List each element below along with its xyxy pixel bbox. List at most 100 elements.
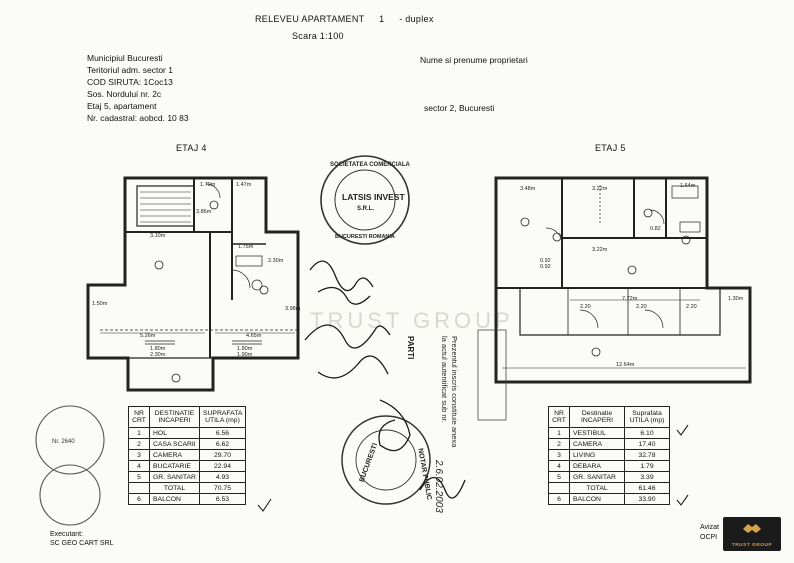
floor-4-label: ETAJ 4 [176, 143, 207, 153]
cell: 6.10 [624, 427, 670, 439]
annex-line-2: la actul autentificat sub nr. [440, 336, 449, 423]
executant-name: SC GEO CART SRL [50, 540, 114, 547]
cell: 17.40 [624, 438, 670, 450]
dim-label: 1.30m [728, 296, 744, 302]
cell: 3 [128, 449, 150, 461]
cell: 1 [548, 427, 570, 439]
dim-label: 5.26m [140, 333, 156, 339]
cell: BALCON [149, 493, 200, 505]
dim-label: 0.92 [540, 258, 551, 264]
cell: 33.90 [624, 493, 670, 505]
total-value: 61.46 [624, 482, 670, 494]
dim-label: 3.22m [592, 247, 608, 253]
cell: 6 [548, 493, 570, 505]
info-line: COD SIRUTA: 1Coc13 [87, 77, 173, 87]
cell: 2 [128, 438, 150, 450]
header-cell: SUPRAFATA UTILA (mp) [198, 406, 247, 428]
cell: 6 [128, 493, 150, 505]
scale-label: Scara 1:100 [292, 31, 344, 41]
dim-label: 2.20 [686, 304, 697, 310]
cell: 5 [128, 471, 150, 483]
dim-label: 0.92 [540, 264, 551, 270]
info-line: Teritoriul adm. sector 1 [87, 65, 173, 75]
notary-stamp [341, 415, 431, 505]
watermark-text: TRUST GROUP [310, 308, 514, 333]
cell: 3 [548, 449, 570, 461]
cell: GR. SANITAR [149, 471, 200, 483]
cell: 6.56 [198, 427, 247, 439]
annex-line-1: Prezentul inscris constituie anexa [450, 336, 459, 448]
cell [548, 482, 570, 494]
cell: BALCON [569, 493, 625, 505]
avizat-label: Avizat [700, 524, 719, 531]
dim-label: 2.20 [580, 304, 591, 310]
cell: GR. SANITAR [569, 471, 625, 483]
dim-label: 3.98m [285, 306, 301, 312]
dim-label: 3.86m [196, 209, 212, 215]
dim-label: 1.80m [150, 346, 166, 352]
total-label: TOTAL [569, 482, 625, 494]
cell: 4 [128, 460, 150, 472]
dim-label: 1.50m [92, 301, 108, 307]
title-suffix: - duplex [399, 14, 434, 24]
dim-label: 1.64m [680, 183, 696, 189]
floor-5-dimensions: 3.48m 3.22m 1.64m 3.22m 7.72m 12.64m 1.3… [520, 183, 744, 368]
floor-5-plan [494, 176, 752, 384]
cell: 32.78 [624, 449, 670, 461]
geo-cart-stamp [35, 405, 105, 526]
cell: BUCATARIE [149, 460, 200, 472]
floor-4-dimensions: 1.70m 1.47m 3.10m 3.86m 1.75m 5.26m 4.65… [92, 182, 301, 358]
notary-city-text: BUCURESTI [359, 442, 380, 483]
cell: HOL [149, 427, 200, 439]
logo-text: TRUST GROUP [731, 543, 773, 548]
owner-label: Nume si prenume proprietari [420, 55, 528, 65]
dim-label: 2.30m [150, 352, 166, 358]
header-cell: Suprafata UTILA (mp) [624, 406, 670, 428]
company-stamp [320, 155, 410, 245]
cell: LIVING [569, 449, 625, 461]
table-header: NR CRT DESTINATIE INCAPERI SUPRAFATA UTI… [128, 406, 247, 428]
dim-label: 1.47m [236, 182, 252, 188]
cell: 22.94 [198, 460, 247, 472]
cell: 29.70 [198, 449, 247, 461]
rooms-table-floor-5: NR CRT Destinatie INCAPERI Suprafata UTI… [548, 406, 670, 505]
dim-label: 1.70m [200, 182, 216, 188]
cell: CAMERA [569, 438, 625, 450]
cell: 3.39 [624, 471, 670, 483]
dim-label: 2.20 [636, 304, 647, 310]
cell: 1 [128, 427, 150, 439]
ocpi-label: OCPI [700, 534, 718, 541]
dim-label: 4.65m [246, 333, 262, 339]
stamp-company-top: SOCIETATEA COMERCIALA [330, 162, 411, 168]
header-cell: Destinatie INCAPERI [569, 406, 625, 428]
dim-label: 1.90m [237, 352, 253, 358]
dim-label: 3.48m [520, 186, 536, 192]
header-cell: NR CRT [128, 406, 150, 428]
dim-label: 7.72m [622, 296, 638, 302]
stamp-number: Nr. 2640 [52, 439, 75, 445]
stamp-company-name: LATSIS INVEST [342, 192, 405, 202]
dim-label: 2.30m [268, 258, 284, 264]
info-line: Nr. cadastral: aobcd. 10 83 [87, 113, 189, 123]
cell: 5 [548, 471, 570, 483]
cell: 6.53 [198, 493, 247, 505]
floor-4-plan [86, 176, 300, 392]
dim-label: 12.64m [616, 362, 635, 368]
cell: 4.93 [198, 471, 247, 483]
dim-label: 0.82 [650, 226, 661, 232]
dim-label: 1.75m [238, 244, 254, 250]
cell [128, 482, 150, 494]
cell: 4 [548, 460, 570, 472]
check-marks [257, 424, 689, 512]
title-mark: 1 [379, 14, 385, 24]
annex-number: 2.6.02.2003 [433, 459, 444, 513]
cell: 6.62 [198, 438, 247, 450]
